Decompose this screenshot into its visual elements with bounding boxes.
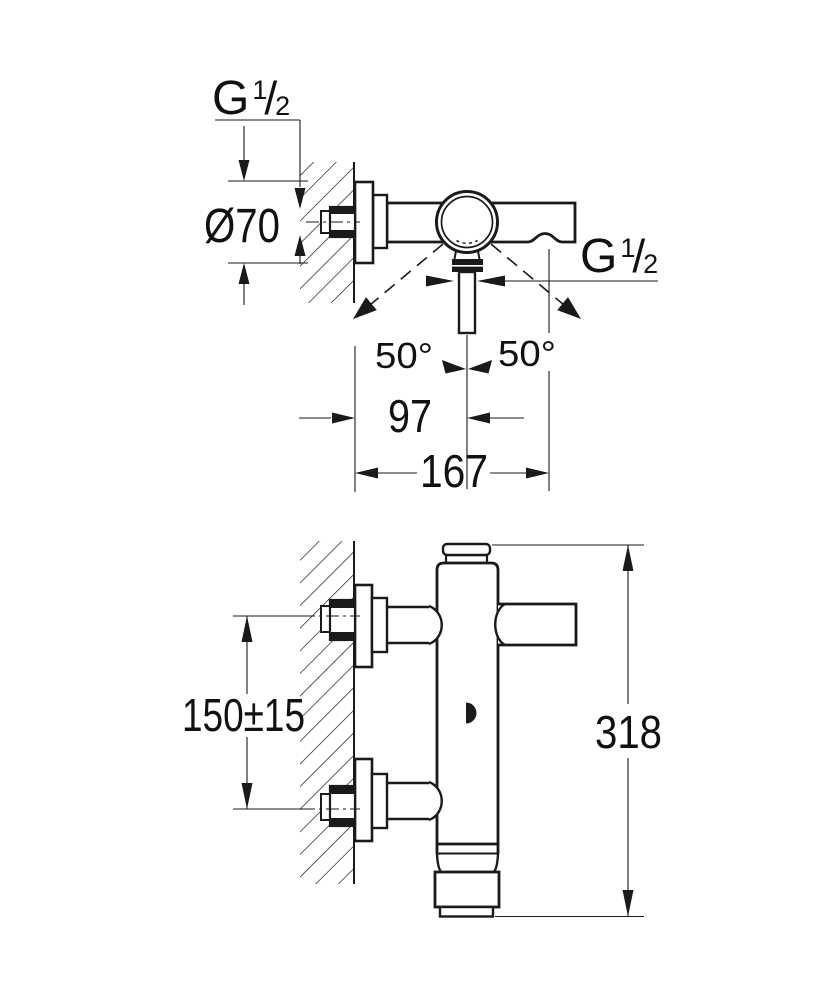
top-cap (441, 542, 492, 557)
handle-knob-outer (435, 190, 499, 254)
pipe-stub-lower (320, 793, 331, 821)
inlet-tube-upper (387, 605, 429, 645)
pipe-stub-upper (320, 605, 331, 633)
aerator-cap (438, 905, 495, 918)
hex-nut-facet-bottom (330, 230, 355, 237)
upper-inlet-connection (302, 583, 429, 669)
dim-swivel-left-label: 50° (375, 335, 433, 376)
wall-adapter-ring (371, 193, 389, 250)
swivel-arrow-left (353, 297, 377, 319)
hex-nut-facet-top (330, 207, 355, 214)
shower-outlet-pipe (457, 270, 477, 335)
outlet-neck (453, 250, 481, 260)
swivel-range-lines (357, 243, 577, 316)
dim-inlet-distance: 150±15 (182, 615, 310, 810)
adapter-ring-upper (370, 596, 389, 654)
dim-swivel-angles: 50° 50° (375, 333, 556, 376)
joint-bulge-lower (428, 780, 443, 822)
hex-nut-upper-facet-bottom (330, 632, 355, 640)
hex-nut-upper-facet-top (330, 600, 355, 608)
dim-overall-height: 318 (492, 544, 662, 918)
dim-wall-to-outlet-label: 167 (420, 445, 488, 497)
front-view: 150±15 318 (182, 541, 662, 918)
dim-wall-to-spout-label: 97 (388, 390, 432, 442)
aerator-housing (433, 870, 501, 909)
arm-socket-arc (494, 602, 506, 647)
swivel-arrow-right (557, 297, 581, 319)
side-arm (498, 602, 578, 647)
handle-dial-marks (456, 239, 478, 245)
dim-flange-diameter: Ø70 (204, 126, 308, 305)
dim-wall-to-spout: 97 (299, 346, 524, 492)
hex-nut-lower-facet-bottom (330, 818, 355, 826)
lower-inlet-connection (302, 757, 429, 843)
adapter-ring-lower (370, 772, 389, 830)
dim-swivel-right-label: 50° (498, 333, 556, 374)
escutcheon-upper (353, 583, 374, 669)
handle-knob-inner (440, 195, 494, 249)
inlet-tube-lower (387, 781, 429, 821)
dim-flange-diameter-label: Ø70 (204, 200, 280, 253)
bottom-outlet (433, 844, 501, 918)
wall-hatch-front (300, 541, 354, 884)
dim-overall-height-label: 318 (595, 706, 662, 758)
escutcheon-lower (353, 757, 374, 843)
dim-inlet-distance-label: 150±15 (182, 689, 305, 741)
button-mark (466, 702, 477, 724)
joint-bulge-upper (428, 604, 443, 646)
dim-wall-to-outlet: 167 (355, 249, 550, 497)
hex-nut-lower-facet-top (330, 786, 355, 794)
